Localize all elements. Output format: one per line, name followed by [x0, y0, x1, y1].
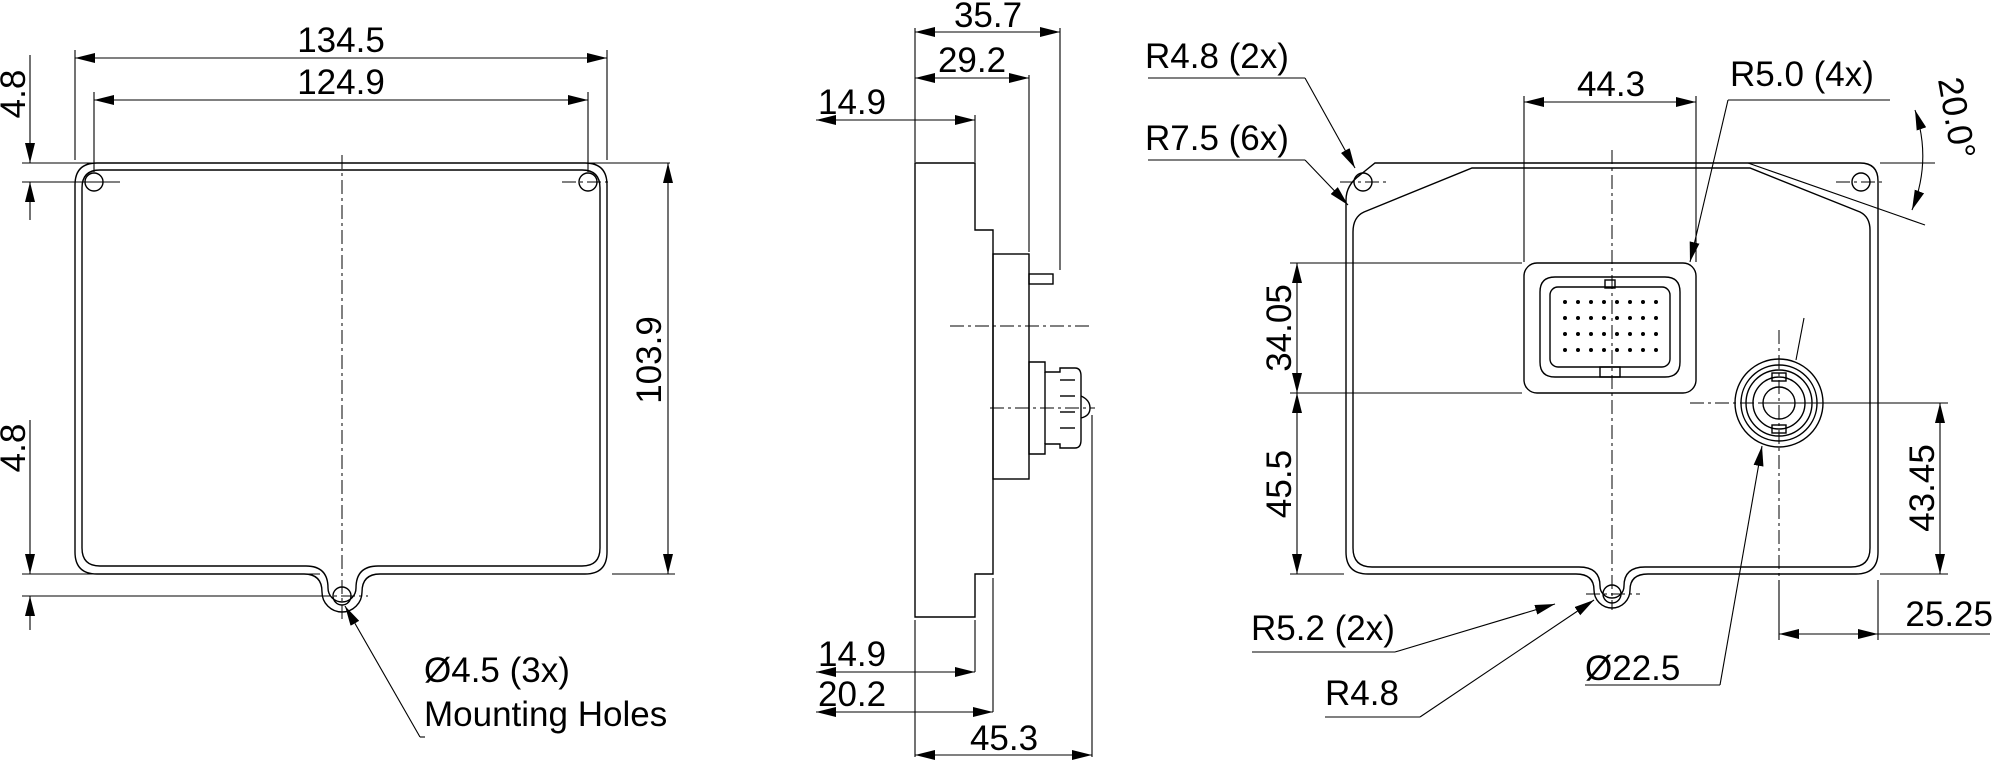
front-housing-outline [74, 162, 608, 613]
side-vent-plug [1028, 361, 1082, 455]
dim-depth-body-label: 29.2 [938, 41, 1006, 80]
dim-connector-from-bottom-label: 45.5 [1260, 450, 1299, 518]
dim-vent-from-right-label: 25.25 [1905, 595, 1993, 634]
radius-tab-label: R5.2 (2x) [1251, 609, 1395, 648]
dim-bottom-offset-label: 4.8 [0, 424, 33, 473]
rear-view: 44.3 34.05 45.5 43.45 25.25 20.0° R4.8 (… [1145, 37, 1993, 718]
dim-overall-height-label: 103.9 [630, 316, 669, 404]
side-housing-outline [914, 162, 994, 618]
vent-diameter-label: Ø22.5 [1585, 649, 1680, 688]
dim-connector-height-label: 34.05 [1260, 284, 1299, 372]
front-inner-outline [81, 169, 601, 603]
side-view: 35.7 29.2 14.9 14.9 20.2 45.3 [816, 0, 1095, 760]
hole-note-label-2: Mounting Holes [424, 695, 667, 734]
radius-bottom-label: R4.8 [1325, 674, 1399, 713]
dim-flange-bottom-label: 14.9 [818, 635, 886, 674]
dim-vent-from-bottom-label: 43.45 [1903, 444, 1942, 532]
radius-corners-label: R7.5 (6x) [1145, 119, 1289, 158]
dim-chamfer-angle-arc [1911, 109, 1927, 211]
dim-hole-spacing-label: 124.9 [297, 63, 385, 102]
front-view: 134.5 124.9 4.8 4.8 103.9 Ø4.5 (3x) Moun… [0, 21, 675, 738]
rear-connector-shell [1539, 276, 1681, 378]
connector-pins [1563, 300, 1658, 352]
radius-small-label: R4.8 (2x) [1145, 37, 1289, 76]
side-connector-body [992, 253, 1030, 480]
dim-overall-width-label: 134.5 [297, 21, 385, 60]
dim-flange-top-label: 14.9 [818, 83, 886, 122]
hole-note-label: Ø4.5 (3x) [424, 651, 570, 690]
dim-base-depth-label: 20.2 [818, 675, 886, 714]
dim-connector-width-label: 44.3 [1577, 65, 1645, 104]
rear-connector-frame [1523, 262, 1697, 394]
hole-leader [344, 605, 421, 738]
dim-depth-total-top-label: 35.7 [954, 0, 1022, 35]
rear-inner-outline [1352, 167, 1871, 599]
dim-top-offset-label: 4.8 [0, 70, 33, 119]
dim-depth-overall-label: 45.3 [970, 719, 1038, 758]
connector-radius-label: R5.0 (4x) [1730, 55, 1874, 94]
dim-chamfer-angle-label: 20.0° [1930, 74, 1983, 162]
